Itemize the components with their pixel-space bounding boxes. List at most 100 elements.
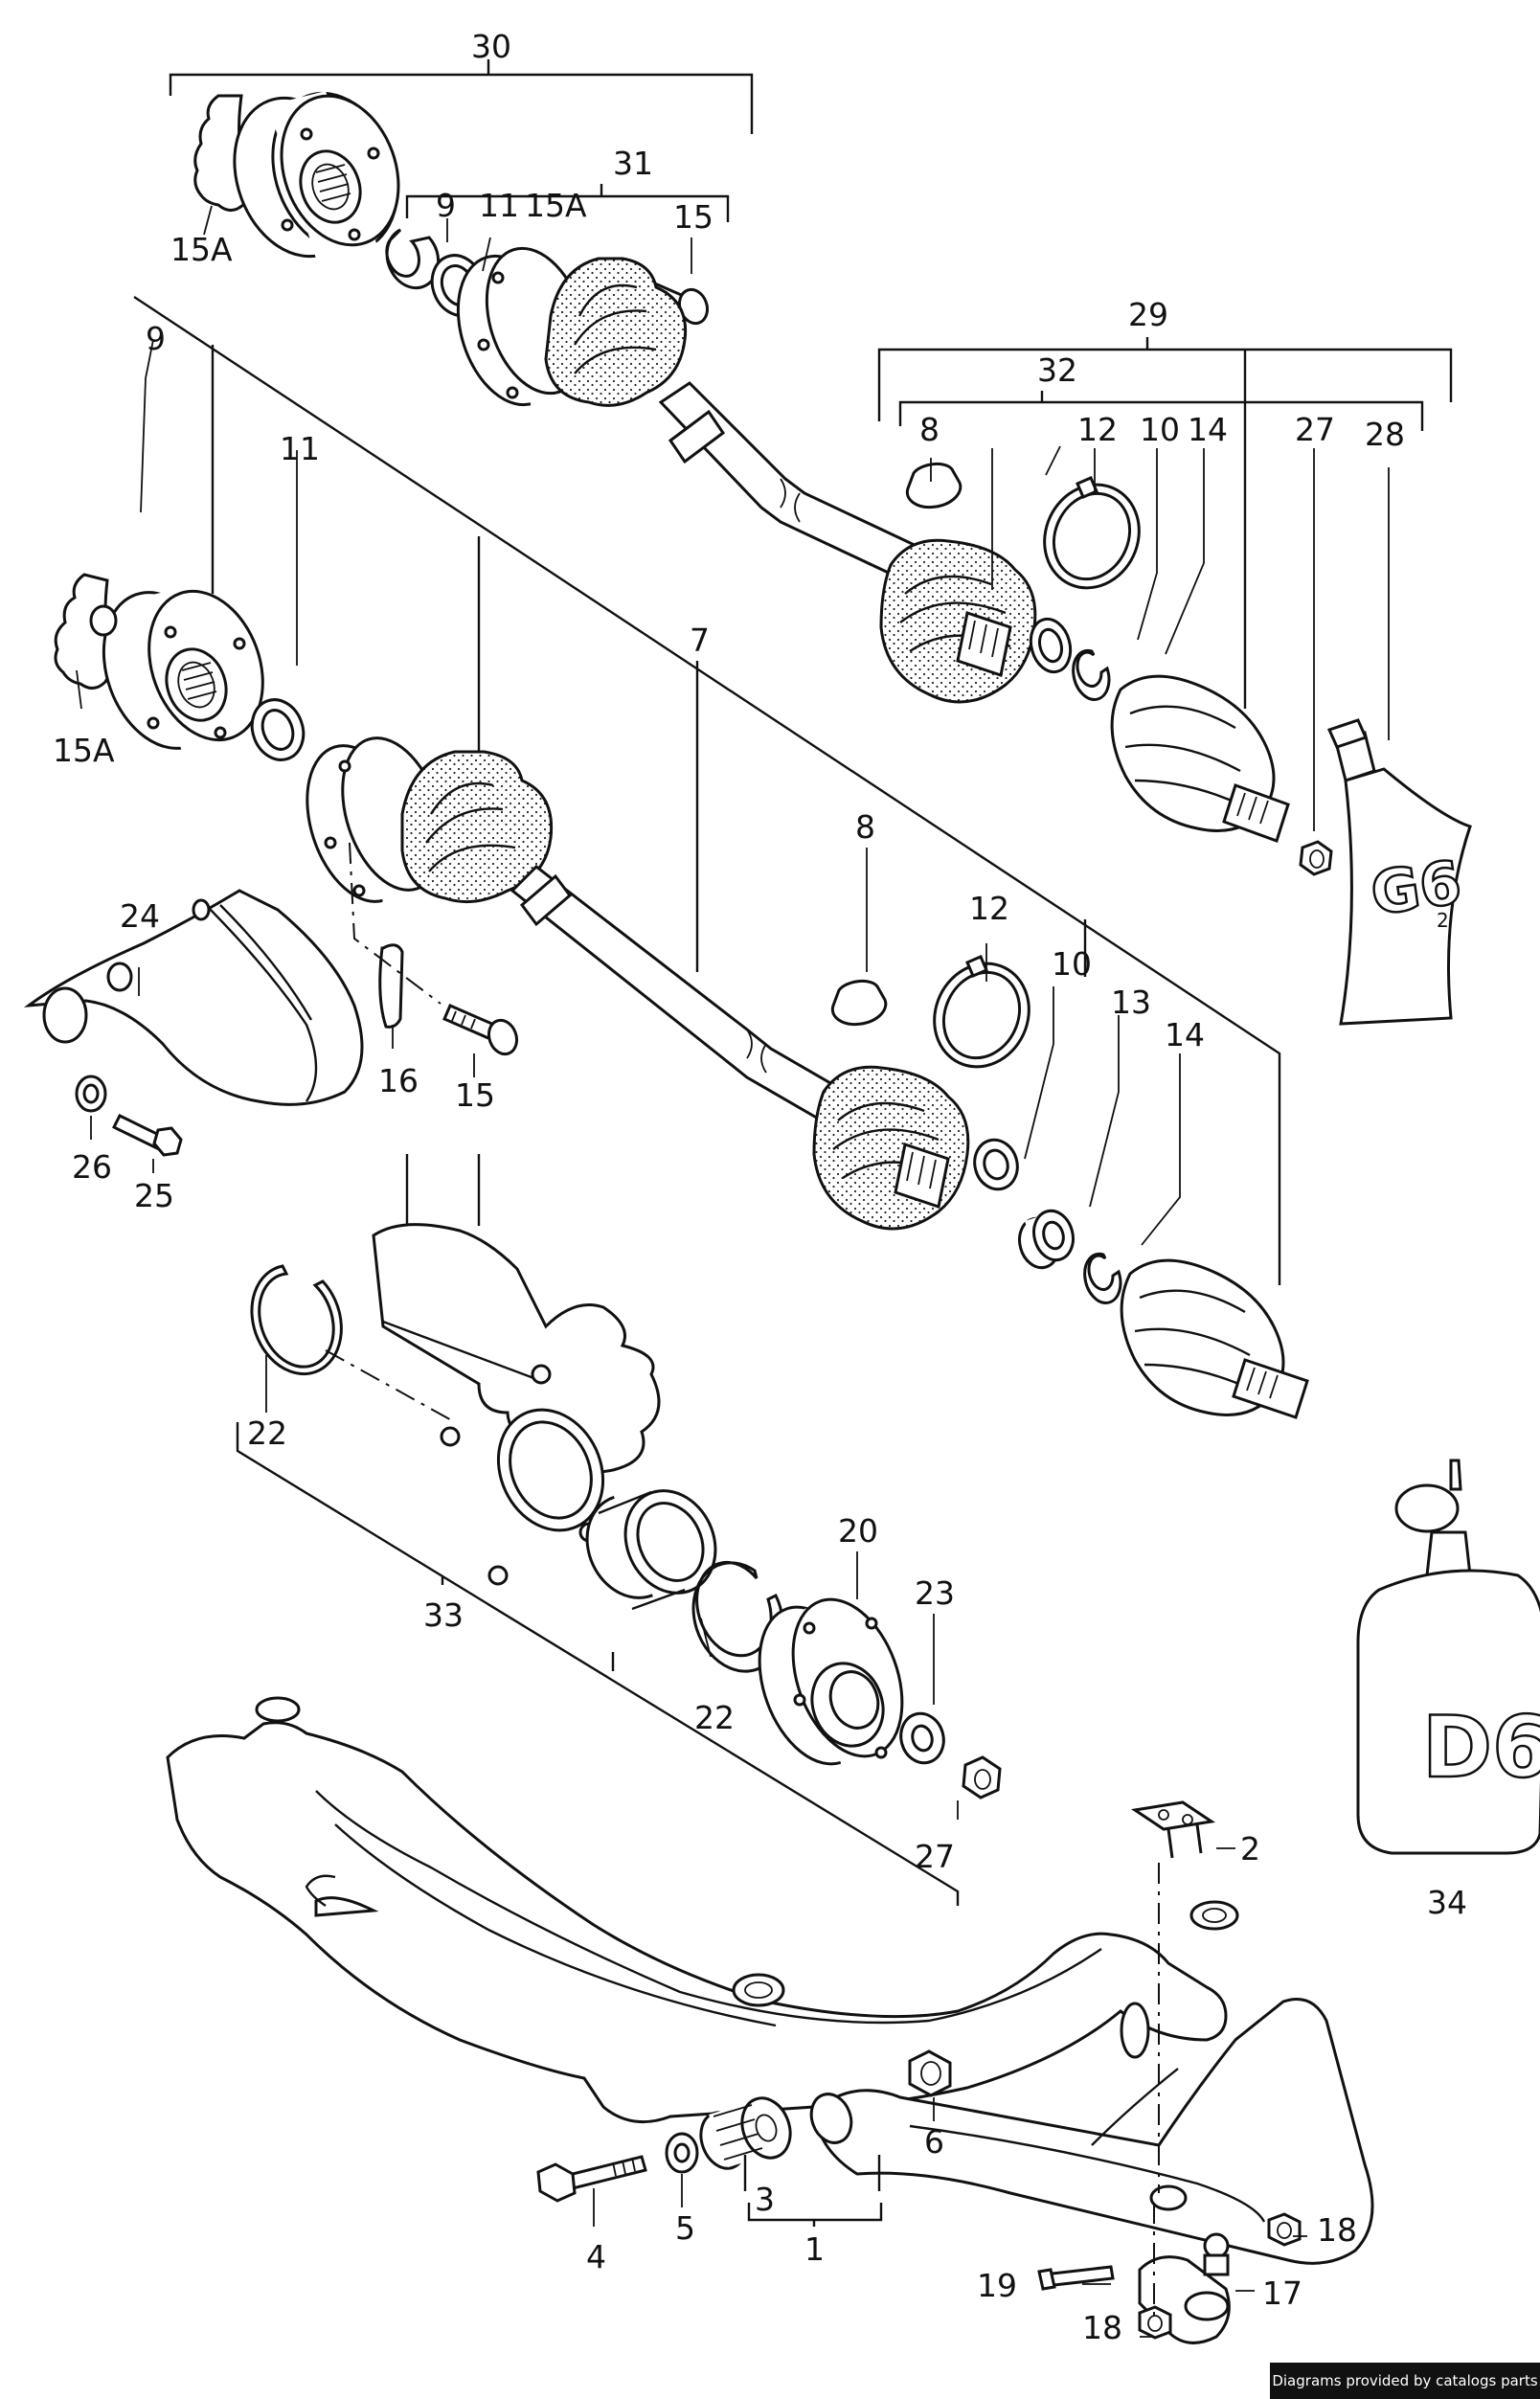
bracket-32 xyxy=(898,391,1424,431)
callout-26: 26 xyxy=(72,1148,112,1186)
callout-25: 25 xyxy=(134,1177,174,1214)
washer-11-left xyxy=(250,698,306,761)
bracket-1 xyxy=(747,2203,883,2227)
callout-12-top: 12 xyxy=(1077,411,1118,448)
callout-23: 23 xyxy=(915,1574,955,1612)
shaft-mid xyxy=(510,865,865,1132)
credit-banner: Diagrams provided by catalogs parts xyxy=(1270,2363,1540,2399)
outer-boot-29 xyxy=(1110,674,1290,843)
callout-15a-left: 15A xyxy=(53,732,115,769)
wheel-bearing xyxy=(585,1480,717,1611)
bracket-7 xyxy=(133,295,1281,1285)
washer-10-mid xyxy=(973,1138,1019,1191)
bottle-label-d6: D6 xyxy=(1422,1698,1540,1797)
callout-12-mid: 12 xyxy=(969,890,1009,927)
oil-bottle-34: D6 xyxy=(1356,1459,1540,1855)
shaft-top-inner-joint xyxy=(456,244,688,412)
clamp-8-mid xyxy=(830,979,888,1027)
callout-3: 3 xyxy=(755,2181,775,2218)
tube-label-g6: G6 xyxy=(1367,847,1465,928)
callout-5: 5 xyxy=(675,2209,695,2247)
bracket-33 xyxy=(236,1422,960,1906)
callout-31: 31 xyxy=(613,145,653,182)
circlip-9-top xyxy=(385,228,441,290)
callout-8-mid: 8 xyxy=(855,808,875,846)
callout-24: 24 xyxy=(120,897,160,935)
middle-driveshaft-assembly xyxy=(23,295,1309,1419)
callout-17: 17 xyxy=(1262,2275,1302,2312)
grease-tube-28: G6 2 xyxy=(1326,718,1472,1026)
callout-27-bottom: 27 xyxy=(915,1838,955,1875)
callout-8-top: 8 xyxy=(919,411,940,448)
callout-19: 19 xyxy=(977,2267,1017,2304)
callout-1: 1 xyxy=(804,2230,825,2268)
top-driveshaft-assembly: G6 2 xyxy=(169,59,1472,1026)
subframe xyxy=(166,1721,1228,2124)
callout-20: 20 xyxy=(838,1512,878,1550)
hub-bearing-section: D6 xyxy=(236,1154,1540,1906)
callout-2: 2 xyxy=(1240,1830,1260,1867)
callout-28: 28 xyxy=(1365,416,1405,453)
callout-7: 7 xyxy=(690,622,710,659)
callout-15a-mid: 15A xyxy=(525,187,587,224)
callout-29: 29 xyxy=(1128,296,1168,333)
bracket-30 xyxy=(169,59,754,134)
callout-9-left: 9 xyxy=(146,320,166,357)
outer-joint-mid xyxy=(812,1065,970,1231)
callout-11-top: 11 xyxy=(479,187,519,224)
callout-10-mid: 10 xyxy=(1052,945,1092,983)
arm-bushing-front xyxy=(809,2093,853,2144)
callout-34: 34 xyxy=(1427,1884,1467,1921)
washer-5 xyxy=(665,2132,699,2174)
wheel-hub-20 xyxy=(758,1597,904,1772)
callout-32: 32 xyxy=(1037,351,1077,389)
lock-plate-16 xyxy=(378,943,404,1029)
callout-6: 6 xyxy=(924,2123,944,2161)
callout-16: 16 xyxy=(378,1062,419,1099)
callout-labels: 30 31 15A 9 11 15A 15 29 32 8 12 10 14 2… xyxy=(53,28,1467,2346)
callout-15a-top: 15A xyxy=(170,231,233,268)
callout-22-left: 22 xyxy=(247,1415,287,1452)
washer-10-top xyxy=(1029,617,1073,674)
circlip-14-top xyxy=(1072,648,1111,701)
callout-14-top: 14 xyxy=(1188,411,1228,448)
nut-27-top xyxy=(1299,840,1333,876)
clamp-8-top xyxy=(905,462,962,509)
bolt-4 xyxy=(536,2155,647,2203)
callout-22-mid: 22 xyxy=(694,1699,735,1736)
callout-27-top: 27 xyxy=(1295,411,1335,448)
callout-18-bottom: 18 xyxy=(1082,2309,1122,2346)
bolt-15-mid xyxy=(442,1004,519,1056)
nut-18-right xyxy=(1267,2212,1302,2247)
callout-15-mid: 15 xyxy=(455,1076,495,1114)
callout-10-top: 10 xyxy=(1140,411,1180,448)
washer-23 xyxy=(899,1711,945,1765)
callout-18-right: 18 xyxy=(1317,2211,1357,2249)
circlip-22-left xyxy=(250,1264,343,1376)
callout-14-mid: 14 xyxy=(1165,1016,1205,1053)
callout-13: 13 xyxy=(1111,984,1151,1021)
outer-boot-mid xyxy=(1120,1258,1309,1419)
tube-label-g6-sub: 2 xyxy=(1437,909,1449,932)
bracket-2 xyxy=(1130,1800,1216,1859)
spacer-13 xyxy=(1018,1209,1075,1270)
heat-shield-24 xyxy=(23,889,364,1106)
outer-joint-top-right xyxy=(879,538,1037,704)
callout-15-top: 15 xyxy=(673,198,713,236)
clamp-12-mid xyxy=(933,955,1030,1069)
shaft-mid-inner-joint xyxy=(306,733,554,905)
bolt-19 xyxy=(1037,2265,1115,2291)
cv-joint-outer-top xyxy=(233,91,400,259)
bracket-29 xyxy=(877,337,1453,709)
bushing-3 xyxy=(699,2096,792,2170)
bracket-3 xyxy=(743,2155,881,2191)
nut-6 xyxy=(908,2049,952,2097)
nut-18-bottom xyxy=(1138,2305,1172,2340)
subframe-section xyxy=(166,1696,1374,2344)
callout-9-top: 9 xyxy=(436,187,456,224)
callout-33: 33 xyxy=(423,1596,464,1634)
bracket-31 xyxy=(405,184,730,222)
callout-11-left: 11 xyxy=(280,430,320,467)
circlip-14-mid xyxy=(1083,1252,1122,1304)
